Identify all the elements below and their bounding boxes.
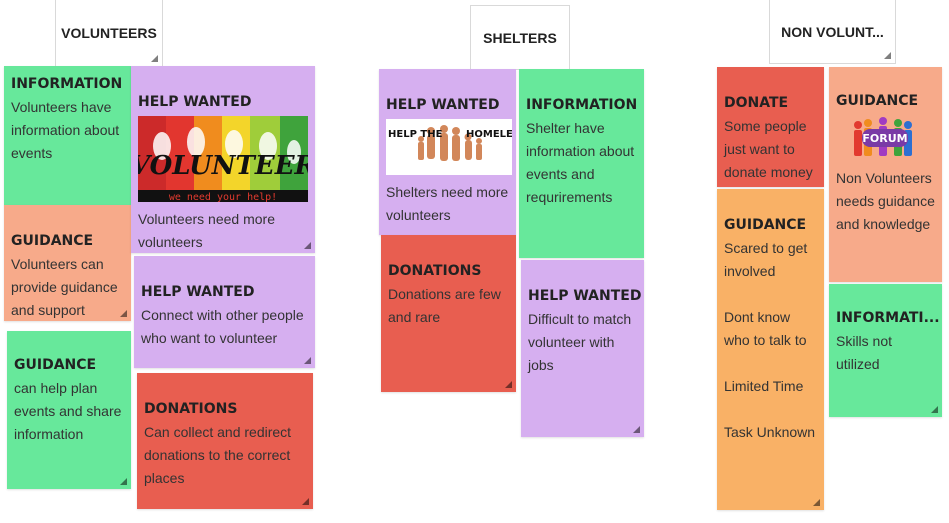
help-homeless-left-text: HELP THE (388, 129, 443, 140)
note-title: GUIDANCE (11, 233, 94, 249)
help-homeless-right-text: HOMELESS (466, 129, 512, 140)
resize-handle-icon[interactable] (884, 52, 891, 59)
note-v-guidance[interactable]: GUIDANCE Volunteers can provide guidance… (4, 205, 131, 321)
help-homeless-image: HELP THE HOMELESS (386, 119, 512, 175)
note-title: GUIDANCE (836, 93, 919, 109)
note-body: Volunteers need more volunteers (138, 211, 275, 250)
note-body: Connect with other people who want to vo… (141, 307, 304, 346)
note-body: Skills not utilized (836, 333, 893, 372)
note-body: Volunteers can provide guidance and supp… (11, 256, 118, 318)
note-body: Shelter have information about events an… (526, 120, 635, 205)
note-s-donations[interactable]: DONATIONS Donations are few and rare (381, 235, 516, 392)
forum-image: FORUM (854, 117, 912, 156)
note-body: Can collect and redirect donations to th… (144, 424, 292, 486)
note-body: Shelters need more volunteers (386, 184, 509, 223)
note-body: Non Volunteers needs guidance and knowle… (836, 170, 935, 232)
note-body: can help plan events and share informati… (14, 380, 122, 442)
note-v-guidance-2[interactable]: GUIDANCE can help plan events and share … (7, 331, 131, 489)
note-n-guidance-2[interactable]: GUIDANCE FORUM Non Volunteers needs guid… (829, 67, 942, 282)
note-n-information[interactable]: INFORMATI... Skills not utilized (829, 284, 942, 417)
note-title: GUIDANCE (724, 217, 807, 233)
note-body: Difficult to match volunteer with jobs (528, 311, 632, 373)
resize-handle-icon[interactable] (120, 478, 127, 485)
note-s-help-wanted-2[interactable]: HELP WANTED Difficult to match volunteer… (521, 260, 644, 437)
note-n-guidance[interactable]: GUIDANCE Scared to get involved Dont kno… (717, 189, 824, 510)
note-body: Scared to get involved Dont know who to … (724, 240, 816, 440)
note-title: DONATIONS (144, 401, 238, 417)
resize-handle-icon[interactable] (120, 310, 127, 317)
note-title: INFORMATION (11, 76, 123, 92)
resize-handle-icon[interactable] (505, 381, 512, 388)
note-v-help-wanted[interactable]: HELP WANTED VOLUNTEER we need your help!… (131, 66, 315, 253)
header-non-volunteers-label: NON VOLUNT... (781, 23, 884, 40)
resize-handle-icon[interactable] (304, 242, 311, 249)
note-v-help-wanted-2[interactable]: HELP WANTED Connect with other people wh… (134, 256, 315, 368)
note-v-donations[interactable]: DONATIONS Can collect and redirect donat… (137, 373, 313, 509)
note-title: HELP WANTED (141, 284, 255, 300)
volunteer-banner-image: VOLUNTEER we need your help! (138, 116, 308, 202)
resize-handle-icon[interactable] (931, 406, 938, 413)
header-shelters-label: SHELTERS (483, 29, 557, 46)
note-s-help-wanted[interactable]: HELP WANTED HELP THE HOMELESS Shelters n… (379, 69, 516, 235)
forum-image-text: FORUM (862, 132, 907, 145)
note-title: HELP WANTED (138, 94, 252, 110)
note-title: HELP WANTED (386, 97, 500, 113)
resize-handle-icon[interactable] (151, 55, 158, 62)
note-s-information[interactable]: INFORMATION Shelter have information abo… (519, 69, 644, 258)
note-n-donate[interactable]: DONATE Some people just want to donate m… (717, 67, 824, 187)
note-title: GUIDANCE (14, 357, 97, 373)
note-body: Some people just want to donate money (724, 118, 813, 180)
note-v-information[interactable]: INFORMATION Volunteers have information … (4, 66, 131, 205)
header-shelters[interactable]: SHELTERS (470, 5, 570, 70)
volunteer-banner-subtext: we need your help! (169, 192, 277, 202)
volunteer-banner-text: VOLUNTEER (138, 151, 308, 181)
note-title: HELP WANTED (528, 288, 642, 304)
note-body: Donations are few and rare (388, 286, 501, 325)
resize-handle-icon[interactable] (633, 426, 640, 433)
note-body: Volunteers have information about events (11, 99, 120, 161)
note-title: INFORMATI... (836, 310, 940, 326)
note-title: DONATIONS (388, 263, 482, 279)
header-non-volunteers[interactable]: NON VOLUNT... (769, 0, 896, 64)
header-volunteers[interactable]: VOLUNTEERS (55, 0, 163, 67)
note-title: DONATE (724, 95, 789, 111)
note-title: INFORMATION (526, 97, 638, 113)
resize-handle-icon[interactable] (304, 357, 311, 364)
resize-handle-icon[interactable] (302, 498, 309, 505)
resize-handle-icon[interactable] (813, 499, 820, 506)
header-volunteers-label: VOLUNTEERS (61, 25, 157, 41)
